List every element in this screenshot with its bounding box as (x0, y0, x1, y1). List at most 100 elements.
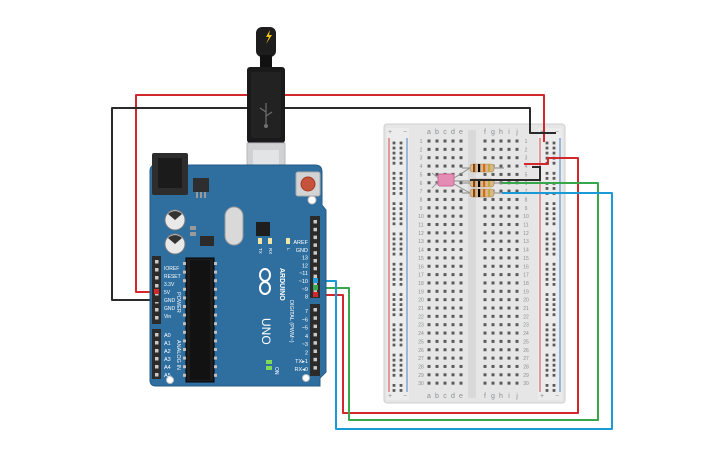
bb-hole[interactable] (515, 172, 519, 176)
rail-hole[interactable] (552, 333, 556, 337)
bb-hole[interactable] (515, 314, 519, 318)
bb-hole[interactable] (435, 164, 439, 168)
bb-hole[interactable] (499, 206, 503, 210)
rail-hole[interactable] (392, 267, 396, 271)
rail-hole[interactable] (545, 141, 549, 145)
rail-hole[interactable] (545, 262, 549, 266)
rail-hole[interactable] (392, 212, 396, 216)
bb-hole[interactable] (451, 314, 455, 318)
rail-hole[interactable] (392, 313, 396, 317)
rail-hole[interactable] (552, 272, 556, 276)
rail-hole[interactable] (552, 338, 556, 342)
bb-hole[interactable] (507, 239, 511, 243)
bb-hole[interactable] (491, 248, 495, 252)
rail-hole[interactable] (552, 303, 556, 306)
rail-hole[interactable] (399, 333, 403, 337)
rail-hole[interactable] (399, 384, 403, 387)
rail-hole[interactable] (392, 156, 396, 160)
bb-hole[interactable] (443, 373, 447, 377)
bb-hole[interactable] (499, 381, 503, 385)
bb-hole[interactable] (483, 239, 487, 243)
rail-hole[interactable] (392, 222, 396, 226)
bb-hole[interactable] (443, 239, 447, 243)
rail-hole[interactable] (545, 146, 549, 150)
bb-hole[interactable] (507, 189, 511, 193)
rail-hole[interactable] (399, 252, 403, 256)
bb-hole[interactable] (459, 289, 463, 293)
rail-hole[interactable] (545, 384, 549, 387)
bb-hole[interactable] (499, 348, 503, 352)
rail-hole[interactable] (545, 237, 549, 241)
rail-hole[interactable] (392, 207, 396, 211)
bb-hole[interactable] (451, 323, 455, 327)
rail-hole[interactable] (392, 373, 396, 377)
bb-hole[interactable] (459, 348, 463, 352)
rail-hole[interactable] (392, 272, 396, 276)
wire-green-pin10[interactable] (316, 182, 599, 421)
rail-hole[interactable] (552, 237, 556, 241)
bb-hole[interactable] (499, 189, 503, 193)
led[interactable] (431, 167, 471, 194)
bb-hole[interactable] (435, 381, 439, 385)
bb-hole[interactable] (451, 273, 455, 277)
rail-hole[interactable] (545, 267, 549, 271)
rail-hole[interactable] (552, 277, 556, 281)
bb-hole[interactable] (507, 306, 511, 310)
rail-hole[interactable] (552, 313, 556, 317)
analog-pin[interactable] (155, 365, 159, 369)
digital-pin[interactable] (313, 259, 318, 263)
bb-hole[interactable] (483, 339, 487, 343)
rail-hole[interactable] (545, 283, 549, 286)
digital-pin[interactable] (313, 316, 318, 320)
rail-hole[interactable] (392, 308, 396, 312)
bb-hole[interactable] (491, 356, 495, 360)
digital-pin[interactable] (313, 266, 318, 271)
bb-hole[interactable] (483, 256, 487, 260)
bb-hole[interactable] (491, 306, 495, 310)
bb-hole[interactable] (515, 264, 519, 268)
rail-hole[interactable] (392, 146, 396, 150)
rail-hole[interactable] (399, 323, 403, 327)
rail-hole[interactable] (545, 368, 549, 372)
bb-hole[interactable] (515, 248, 519, 252)
bb-hole[interactable] (507, 164, 511, 168)
bb-hole[interactable] (451, 264, 455, 268)
rail-hole[interactable] (399, 353, 403, 357)
bb-hole[interactable] (499, 172, 503, 176)
bb-hole[interactable] (443, 281, 447, 285)
rail-hole[interactable] (552, 161, 556, 165)
bb-hole[interactable] (499, 223, 503, 226)
bb-hole[interactable] (515, 214, 519, 218)
rail-hole[interactable] (545, 389, 549, 392)
bb-hole[interactable] (499, 356, 503, 360)
bb-hole[interactable] (491, 339, 495, 343)
bb-hole[interactable] (483, 373, 487, 377)
bb-hole[interactable] (459, 147, 463, 151)
bb-hole[interactable] (515, 331, 519, 335)
bb-hole[interactable] (507, 264, 511, 268)
bb-hole[interactable] (435, 364, 439, 368)
bb-hole[interactable] (515, 323, 519, 327)
bb-hole[interactable] (483, 223, 487, 226)
rail-hole[interactable] (552, 187, 556, 190)
rail-hole[interactable] (399, 303, 403, 306)
rail-hole[interactable] (545, 363, 549, 367)
bb-hole[interactable] (427, 189, 431, 193)
bb-hole[interactable] (443, 156, 447, 160)
bb-hole[interactable] (491, 231, 495, 235)
bb-hole[interactable] (443, 323, 447, 327)
rail-hole[interactable] (392, 303, 396, 306)
rail-hole[interactable] (552, 298, 556, 301)
analog-header[interactable] (152, 329, 161, 379)
rail-hole[interactable] (545, 176, 549, 180)
bb-hole[interactable] (459, 298, 463, 302)
bb-hole[interactable] (435, 306, 439, 310)
rail-hole[interactable] (545, 232, 549, 236)
bb-hole[interactable] (483, 314, 487, 318)
rail-hole[interactable] (392, 328, 396, 332)
bb-hole[interactable] (483, 364, 487, 368)
bb-hole[interactable] (451, 147, 455, 151)
rail-hole[interactable] (545, 293, 549, 296)
bb-hole[interactable] (451, 381, 455, 385)
